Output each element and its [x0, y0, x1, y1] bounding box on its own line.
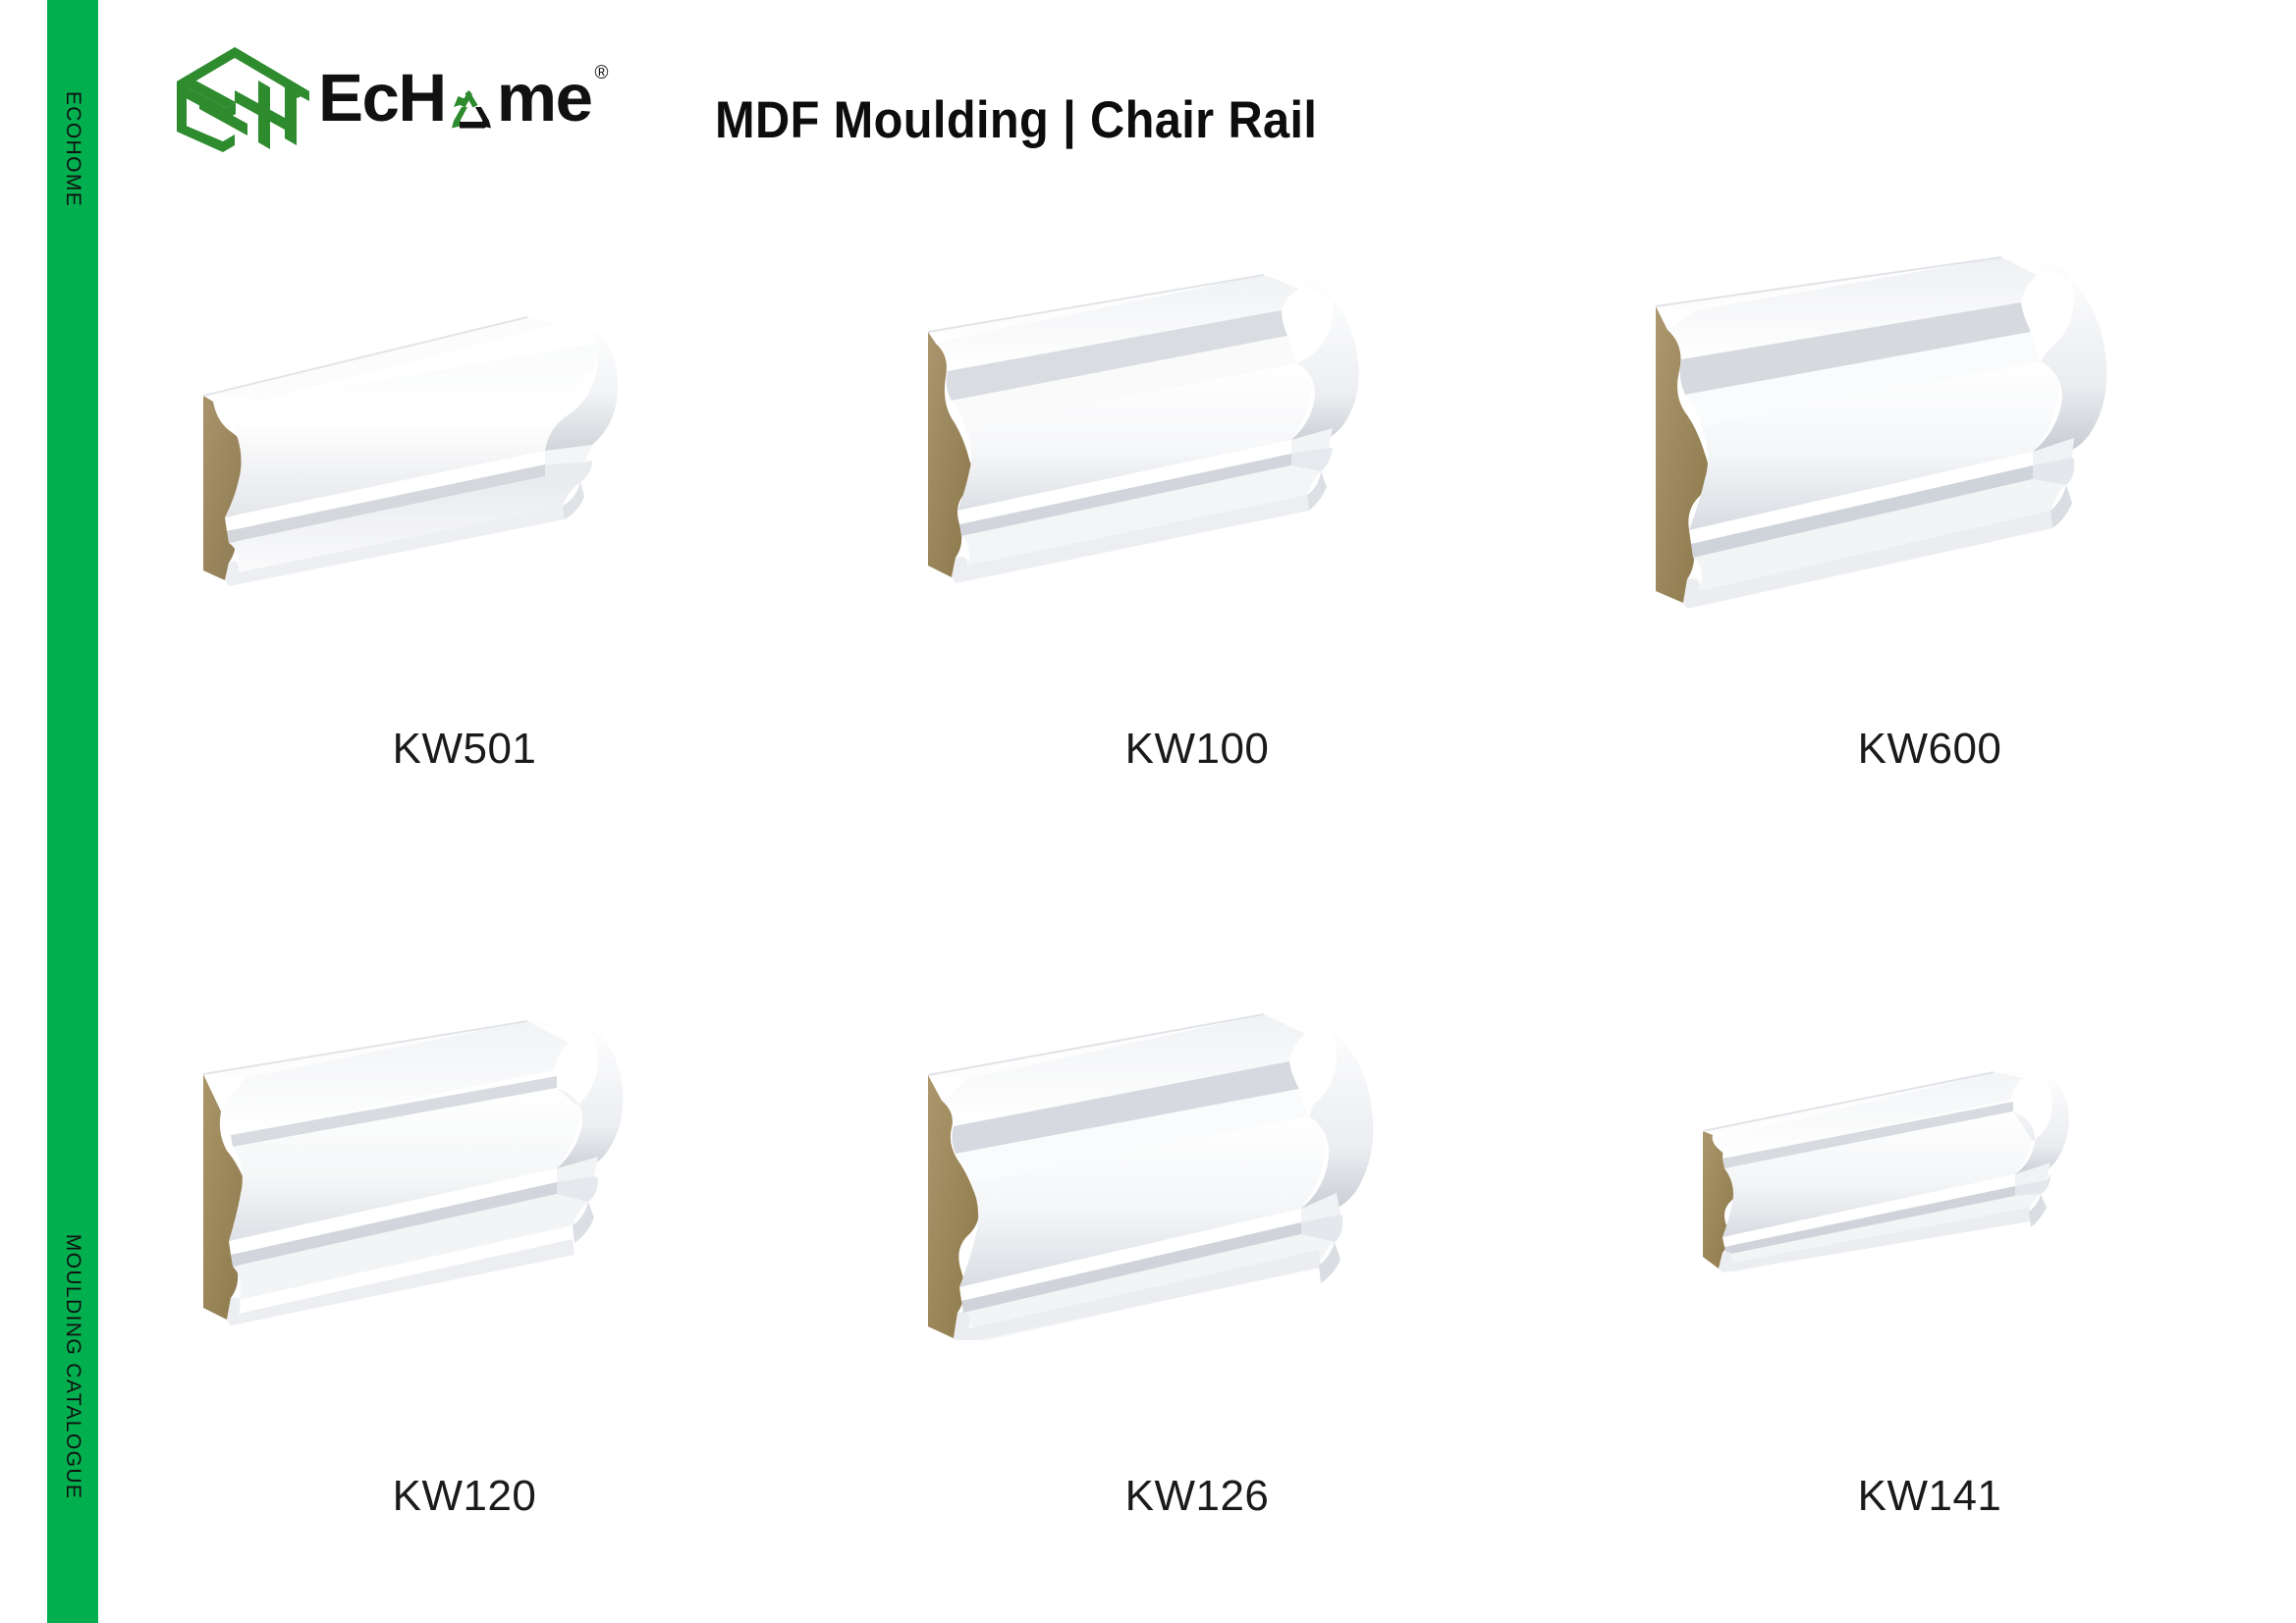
- product-card-kw126[interactable]: KW126: [831, 908, 1563, 1623]
- product-card-kw120[interactable]: KW120: [98, 908, 831, 1623]
- page-header: Ec H: [98, 0, 2296, 196]
- ecohome-logo: Ec H: [175, 43, 608, 153]
- wordmark-text-me: me: [496, 60, 593, 135]
- product-label-kw600: KW600: [1857, 725, 2002, 773]
- moulding-image-kw141: [1563, 908, 2296, 1438]
- moulding-image-kw126: [831, 908, 1563, 1438]
- product-grid: KW501: [98, 192, 2296, 1623]
- wordmark-text-eco: Ec: [318, 60, 400, 135]
- moulding-image-kw100: [831, 192, 1563, 703]
- product-card-kw501[interactable]: KW501: [98, 192, 831, 908]
- recycle-symbol-icon: [451, 90, 491, 129]
- product-label-kw120: KW120: [392, 1471, 537, 1520]
- product-card-kw141[interactable]: KW141: [1563, 908, 2296, 1623]
- page-title: MDF Moulding | Chair Rail: [715, 91, 1318, 149]
- product-label-kw141: KW141: [1857, 1471, 2002, 1520]
- wordmark-text-h: H: [398, 60, 447, 135]
- moulding-image-kw501: [98, 192, 831, 703]
- product-card-kw600[interactable]: KW600: [1563, 192, 2296, 908]
- sidebar-label-moulding-catalogue: MOULDING CATALOGUE: [62, 1233, 84, 1500]
- ecohome-house-cube-icon: [177, 47, 309, 152]
- sidebar-label-ecohome: ECOHOME: [62, 90, 84, 208]
- product-label-kw100: KW100: [1124, 725, 1270, 773]
- product-label-kw501: KW501: [392, 725, 537, 773]
- product-card-kw100[interactable]: KW100: [831, 192, 1563, 908]
- registered-trademark-mark: ®: [594, 63, 609, 83]
- product-label-kw126: KW126: [1124, 1471, 1270, 1520]
- moulding-image-kw600: [1563, 192, 2296, 703]
- sidebar-brand-rail: ECOHOME MOULDING CATALOGUE: [47, 0, 98, 1623]
- moulding-image-kw120: [98, 908, 831, 1438]
- ecohome-wordmark: Ec H: [318, 60, 608, 136]
